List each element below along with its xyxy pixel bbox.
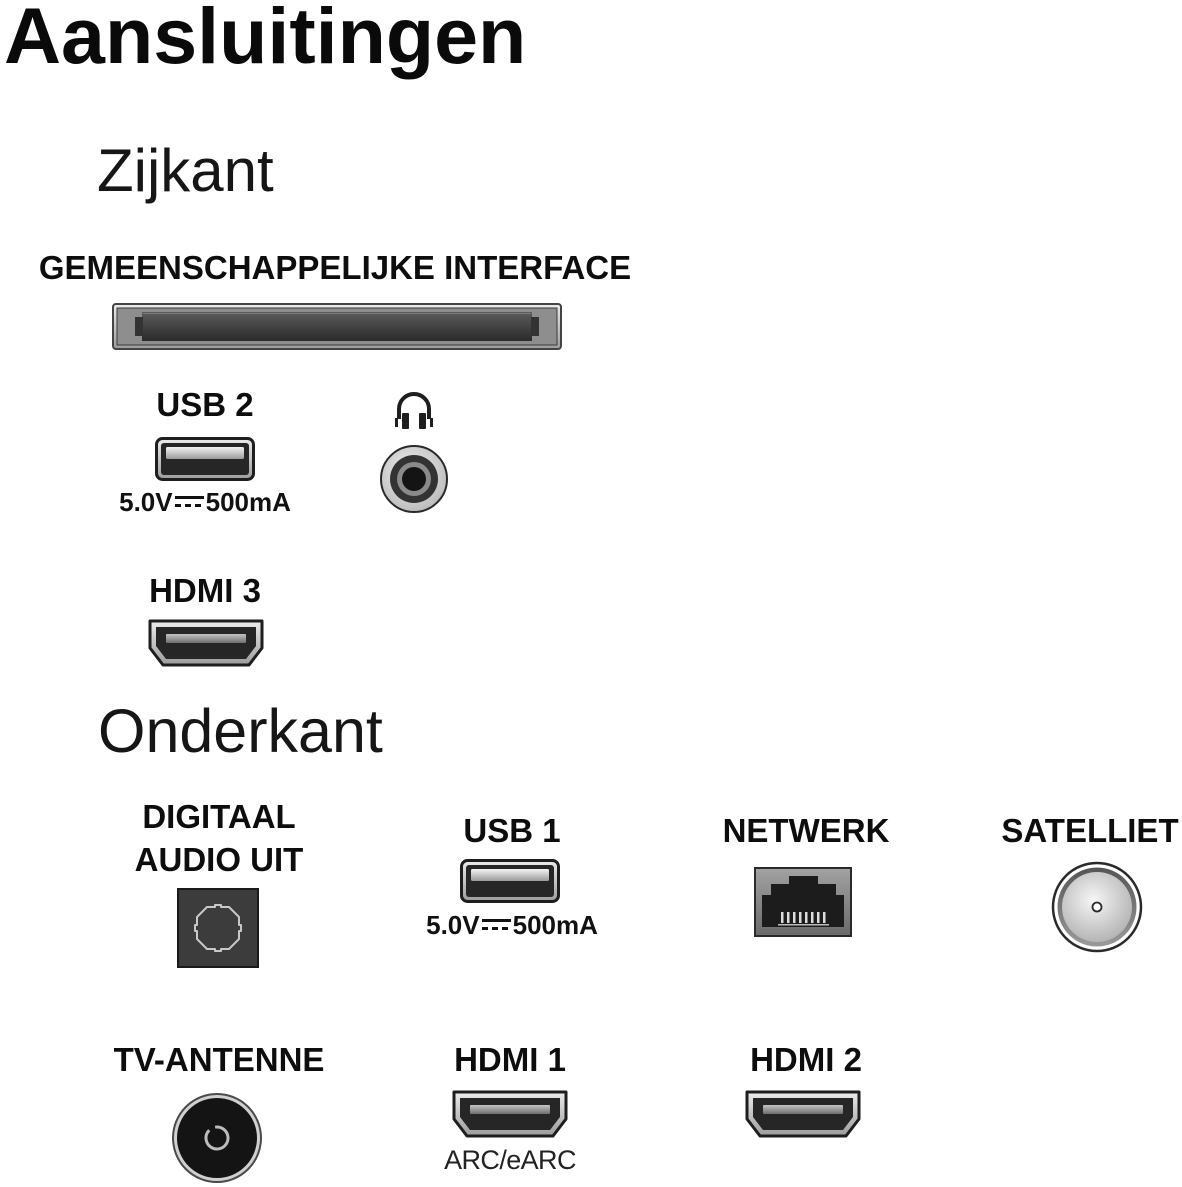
usb-1-label: USB 1 xyxy=(463,812,561,849)
connector-headphone xyxy=(372,384,456,516)
satellite-label: SATELLIET xyxy=(1001,812,1179,849)
network-label: NETWERK xyxy=(722,812,890,849)
connector-network: NETWERK xyxy=(706,810,906,940)
digital-audio-label-line1: DIGITAAL xyxy=(142,798,296,835)
hdmi-port-icon xyxy=(452,1090,568,1138)
tv-antenna-label: TV-ANTENNE xyxy=(113,1041,325,1078)
connector-hdmi-2: HDMI 2 xyxy=(706,1039,906,1139)
connector-hdmi-1: HDMI 1 ARC/eARC xyxy=(410,1039,610,1177)
voltage-value: 5.0V xyxy=(119,487,173,517)
page-title: Aansluitingen xyxy=(4,0,527,80)
usb-1-power-rating: 5.0V 500mA xyxy=(412,912,612,938)
connector-usb-1: USB 1 5.0V 500mA xyxy=(412,810,612,940)
section-heading-bottom: Onderkant xyxy=(98,697,383,765)
hdmi-port-icon xyxy=(148,619,264,667)
section-heading-side: Zijkant xyxy=(97,137,274,204)
usb-port-icon xyxy=(460,859,560,903)
headphones-icon xyxy=(395,392,433,429)
current-value: 500mA xyxy=(205,487,291,517)
hdmi-2-label: HDMI 2 xyxy=(750,1041,862,1078)
hdmi-3-label: HDMI 3 xyxy=(149,572,261,609)
usb-port-icon xyxy=(155,437,255,481)
satellite-connector-icon xyxy=(1051,861,1143,953)
connector-common-interface: GEMEENSCHAPPELIJKE INTERFACE xyxy=(20,245,650,353)
digital-audio-label-line2: AUDIO UIT xyxy=(134,841,304,878)
dc-symbol-icon xyxy=(481,919,511,930)
connector-hdmi-3: HDMI 3 xyxy=(105,570,305,670)
hdmi-port-icon xyxy=(745,1090,861,1138)
hdmi-1-arc-note: ARC/eARC xyxy=(444,1145,576,1175)
headphone-jack-icon xyxy=(380,445,448,513)
connector-satellite: SATELLIET xyxy=(998,810,1182,955)
common-interface-label: GEMEENSCHAPPELIJKE INTERFACE xyxy=(38,249,632,286)
connector-tv-antenna: TV-ANTENNE xyxy=(109,1039,329,1185)
ethernet-port-icon xyxy=(754,867,852,937)
optical-port-icon xyxy=(177,888,259,968)
ci-slot-icon xyxy=(112,303,562,350)
usb-2-label: USB 2 xyxy=(156,386,254,423)
dc-symbol-icon xyxy=(174,496,204,507)
current-value: 500mA xyxy=(512,910,598,940)
connector-usb-2: USB 2 5.0V 500mA xyxy=(105,384,305,518)
antenna-connector-icon xyxy=(172,1093,262,1183)
voltage-value: 5.0V xyxy=(426,910,480,940)
usb-2-power-rating: 5.0V 500mA xyxy=(105,489,305,515)
hdmi-1-label: HDMI 1 xyxy=(454,1041,566,1078)
connector-digital-audio-out: DIGITAAL AUDIO UIT xyxy=(119,796,319,970)
